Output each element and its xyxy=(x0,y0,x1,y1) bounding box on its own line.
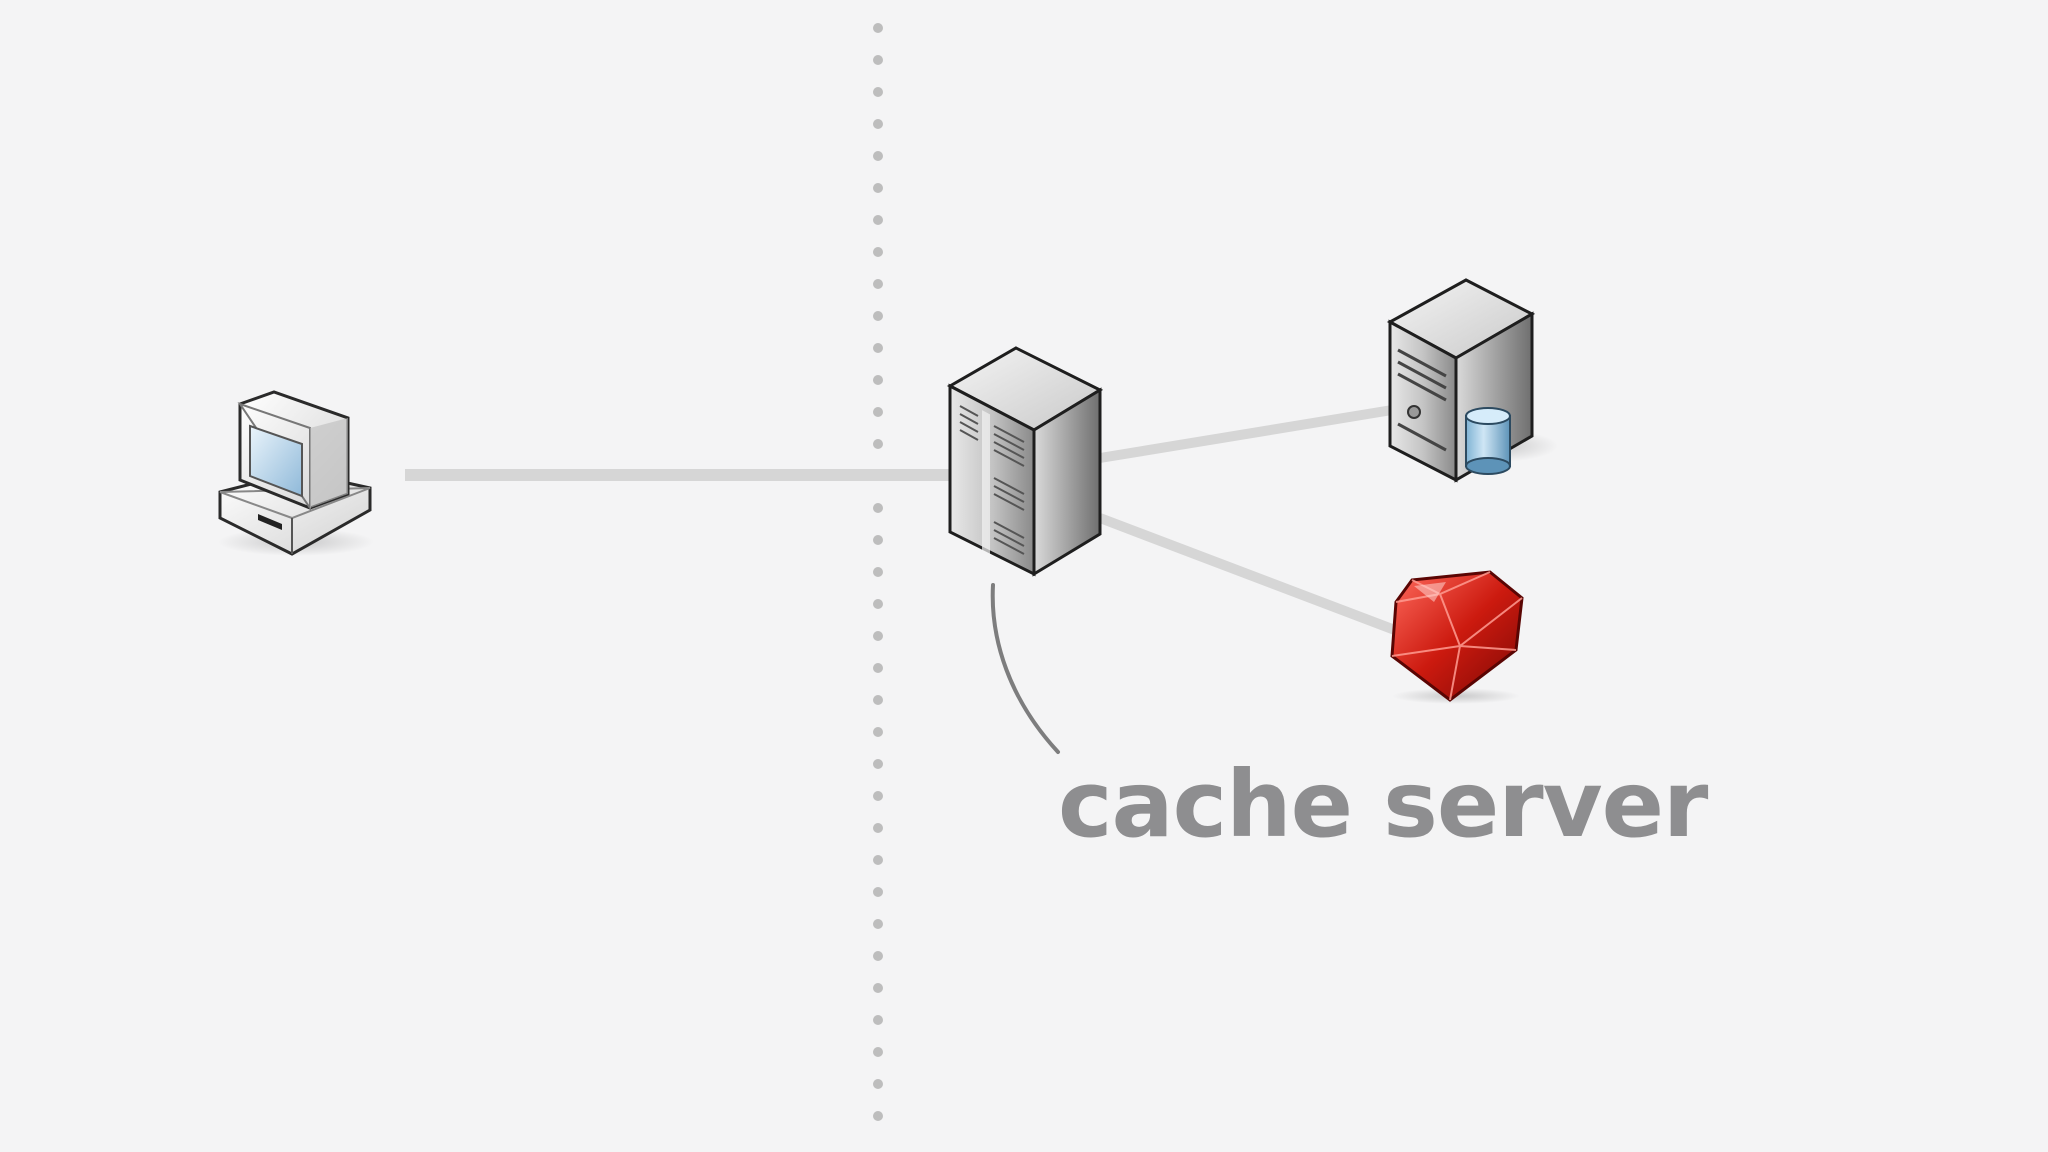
divider-dot xyxy=(873,695,883,705)
divider-dot xyxy=(873,791,883,801)
divider-dot xyxy=(873,215,883,225)
divider-dot xyxy=(873,183,883,193)
divider-dot xyxy=(873,951,883,961)
divider-dot xyxy=(873,759,883,769)
divider-dot xyxy=(873,87,883,97)
divider-dot xyxy=(873,663,883,673)
divider-dot xyxy=(873,279,883,289)
desktop-computer-icon[interactable] xyxy=(218,390,374,556)
network-boundary-divider xyxy=(873,23,883,1121)
divider-dot xyxy=(873,631,883,641)
divider-dot xyxy=(873,855,883,865)
connector-cache-to-database xyxy=(1099,405,1393,463)
divider-dot xyxy=(873,343,883,353)
annotation-pointer-curve xyxy=(990,583,1060,754)
divider-dot xyxy=(873,247,883,257)
divider-dot xyxy=(873,23,883,33)
divider-dot xyxy=(873,503,883,513)
database-server-icon[interactable] xyxy=(1386,278,1558,483)
divider-dot xyxy=(873,119,883,129)
divider-dot xyxy=(873,1047,883,1057)
divider-dot xyxy=(873,1015,883,1025)
database-cylinder-icon xyxy=(1465,407,1511,475)
divider-dot xyxy=(873,567,883,577)
ruby-gem-icon[interactable] xyxy=(1390,570,1524,704)
divider-dot xyxy=(873,151,883,161)
divider-dot xyxy=(873,439,883,449)
divider-dot xyxy=(873,919,883,929)
divider-dot xyxy=(873,983,883,993)
divider-dot xyxy=(873,311,883,321)
divider-dot xyxy=(873,727,883,737)
divider-dot xyxy=(873,375,883,385)
divider-dot xyxy=(873,1111,883,1121)
divider-dot xyxy=(873,535,883,545)
divider-dot xyxy=(873,599,883,609)
divider-dot xyxy=(873,1079,883,1089)
divider-dot xyxy=(873,823,883,833)
divider-dot xyxy=(873,407,883,417)
connector-cache-to-ruby xyxy=(1098,513,1402,637)
server-tower-icon[interactable] xyxy=(946,346,1104,577)
divider-dot xyxy=(873,55,883,65)
divider-dot xyxy=(873,887,883,897)
cache-server-label: cache server xyxy=(1058,751,1709,858)
